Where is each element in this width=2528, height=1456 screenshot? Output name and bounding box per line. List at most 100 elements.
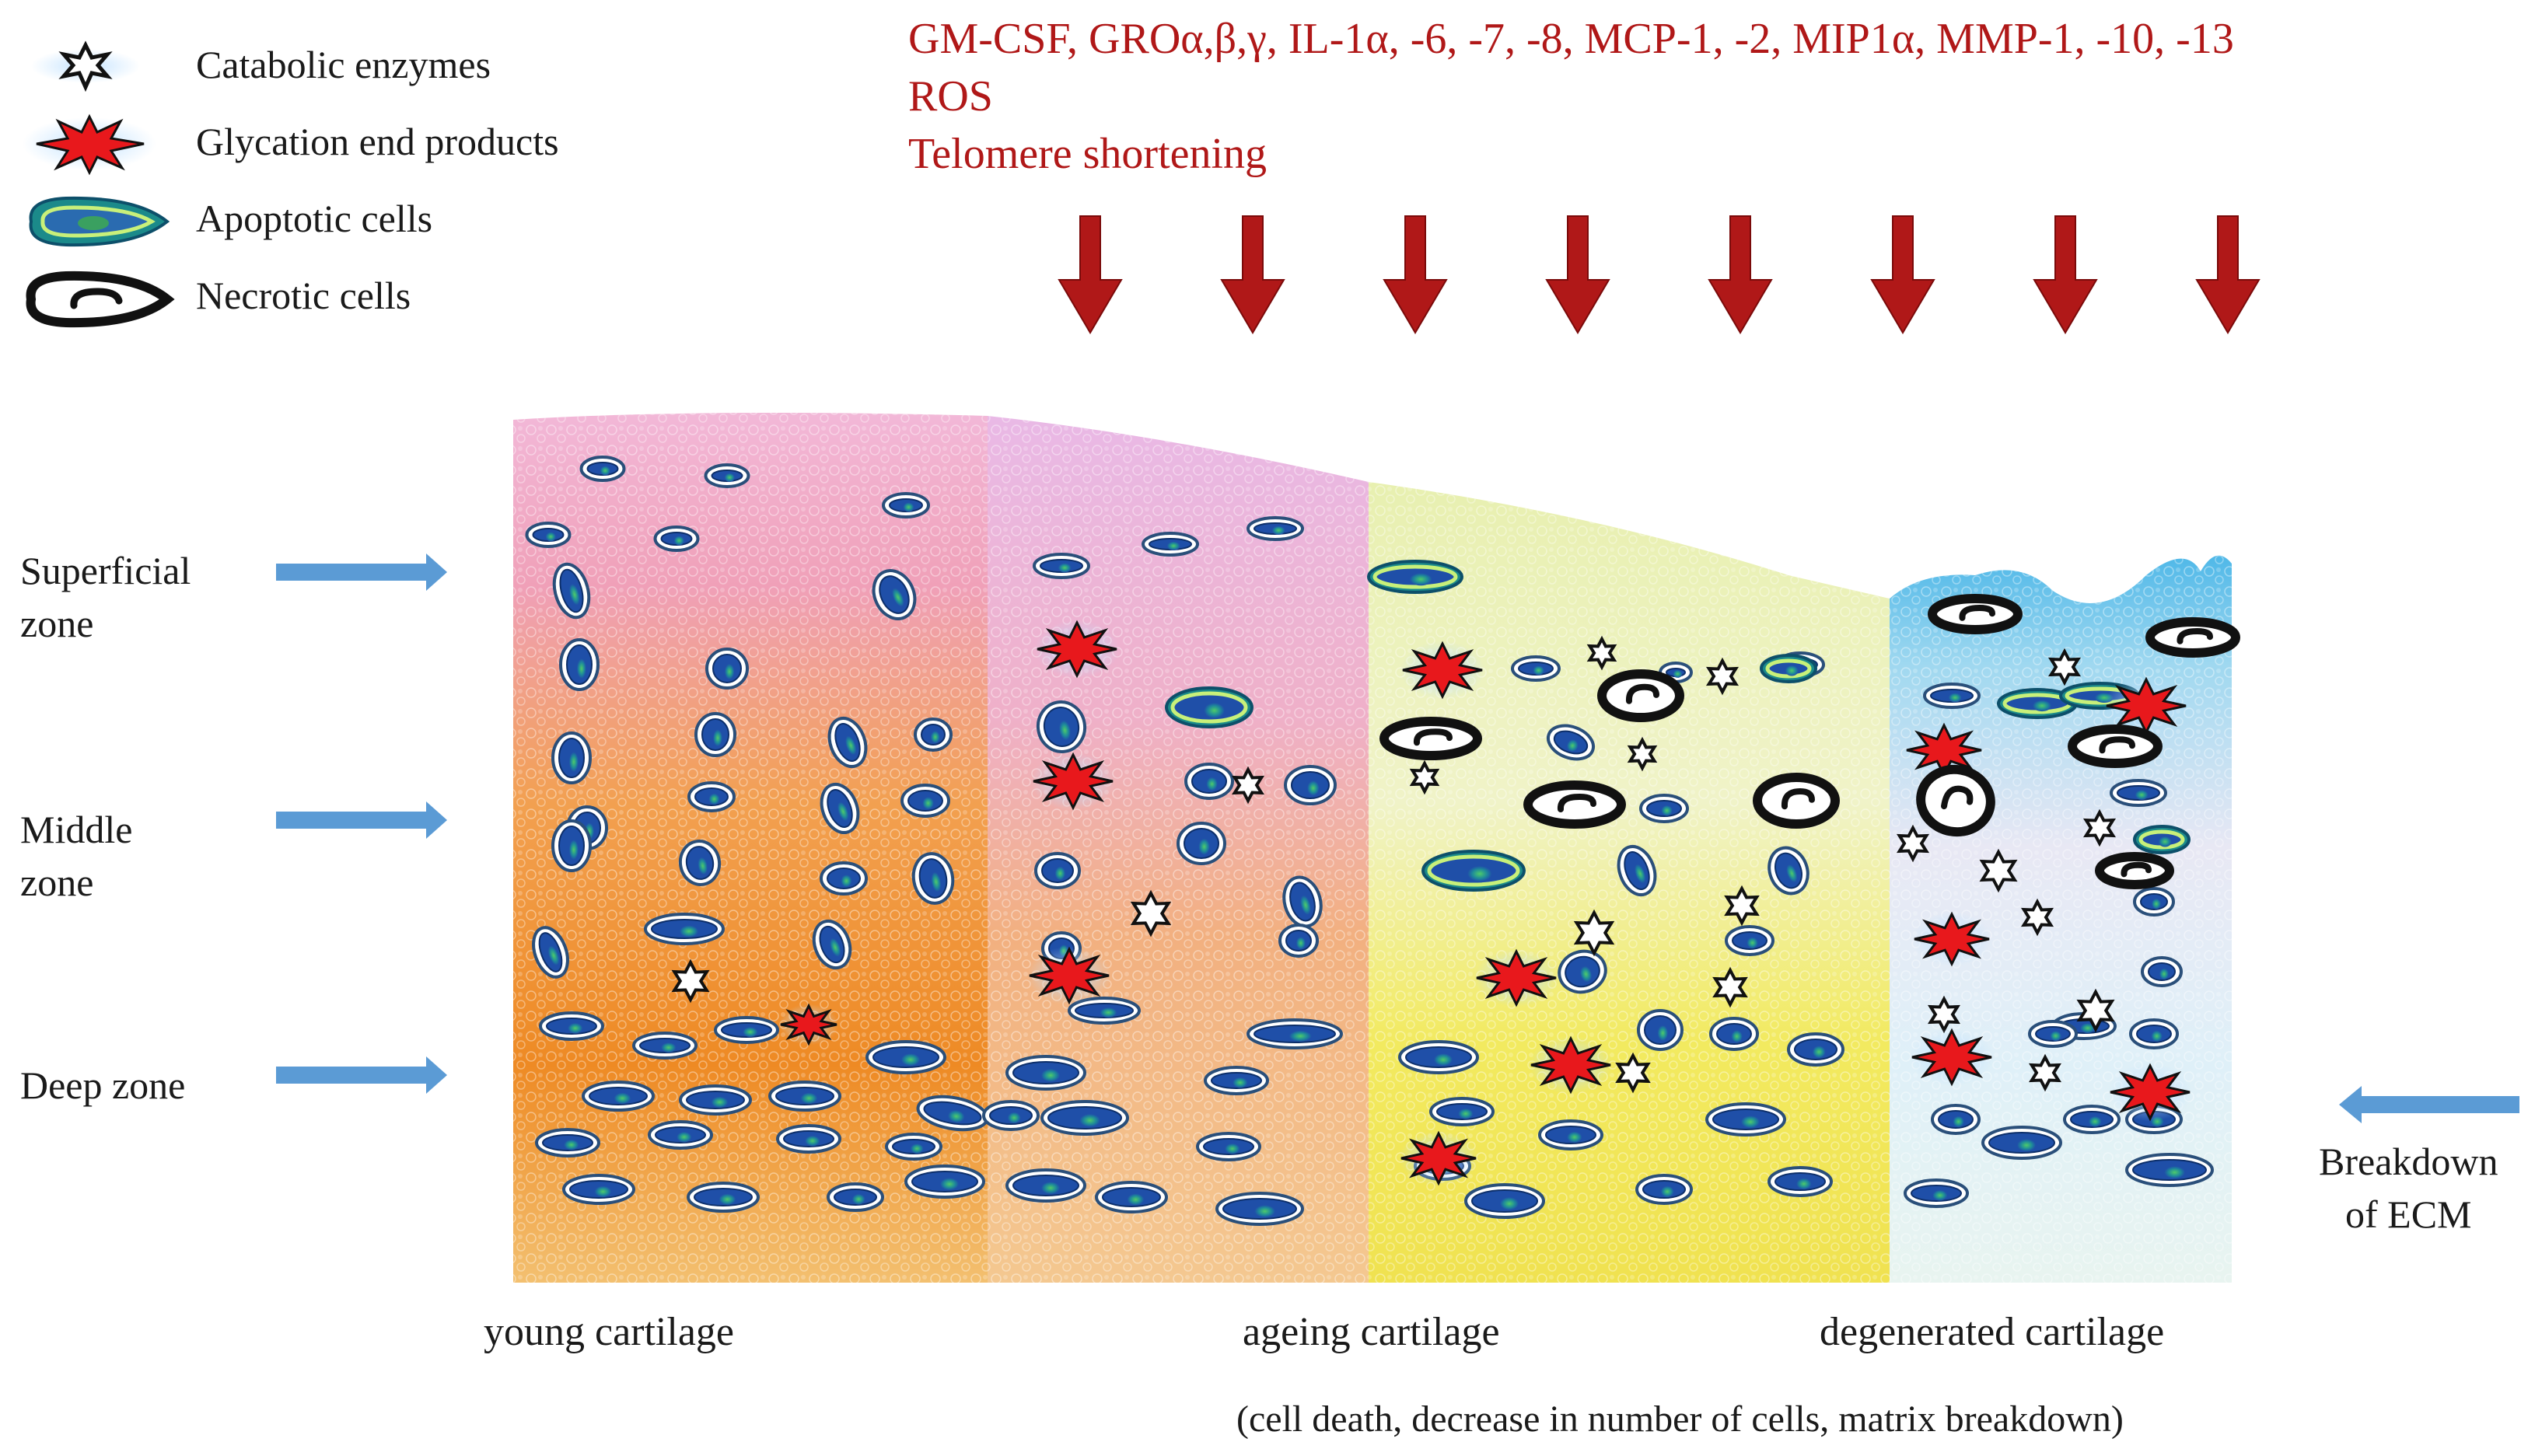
chondrocyte [679,1084,752,1116]
chondrocyte [1709,1017,1759,1051]
chondrocyte [552,562,591,620]
chondrocyte [916,1095,989,1132]
catabolic-enzyme [1724,885,1760,927]
catabolic-enzyme [2028,1053,2062,1092]
chondrocyte [865,1040,946,1074]
chondrocyte [1034,852,1081,889]
catabolic-enzyme [1627,736,1658,772]
necrotic-cell [2145,617,2240,658]
chondrocyte [678,840,722,886]
glycation-end-product [1528,1035,1614,1095]
apoptotic-cell [1165,686,1254,728]
chondrocyte [551,819,592,872]
chondrocyte [704,463,750,488]
glycation-end-product [1034,620,1120,679]
chondrocyte [768,1081,841,1112]
catabolic-enzyme [1712,966,1748,1008]
chondrocyte [1095,1181,1168,1213]
superficial-zone-arrow [276,553,447,591]
chondrocyte [820,861,868,896]
chondrocyte [2063,1105,2121,1134]
zone-label-middle: Middle zone [20,808,133,904]
chondrocyte [1068,997,1141,1025]
chondrocyte [1177,822,1226,865]
stress-arrow [2033,215,2098,334]
chondrocyte [525,522,572,548]
cartilage-tissue [513,413,2232,1283]
apoptotic-cell [1997,688,2078,719]
glycation-end-product [1398,1130,1479,1186]
chondrocyte [653,525,700,552]
stage-label-degenerated: degenerated cartilage [1820,1310,2165,1354]
glycation-end-product [1474,948,1559,1007]
chondrocyte [1005,1055,1086,1091]
chondrocyte [820,783,860,834]
catabolic-enzyme [2020,898,2054,937]
chondrocyte [904,1164,985,1199]
chondrocyte [1538,1119,1603,1150]
catabolic-enzyme [1705,657,1740,696]
chondrocyte [900,784,950,818]
legend-label-apoptotic-cells: Apoptotic cells [196,197,433,240]
chondrocyte [532,926,569,979]
chondrocyte [1787,1032,1844,1067]
breakdown-ecm-arrow [2339,1086,2519,1123]
chondrocyte [914,718,953,752]
chondrocyte [1931,1104,1981,1135]
chondrocyte [982,1100,1040,1131]
chondrocyte [687,1182,760,1213]
chondrocyte [1247,1018,1343,1049]
necrotic-cell [1597,669,1684,722]
catabolic-enzyme [1573,909,1615,957]
chondrocyte [1247,516,1304,541]
chondrocyte [1705,1102,1786,1137]
glycation-end-product [2103,676,2189,735]
apoptotic-cell-icon [29,196,170,247]
legend-label-catabolic-enzymes: Catabolic enzymes [196,43,491,86]
chondrocyte [1464,1183,1545,1219]
catabolic-enzyme [1615,1052,1651,1094]
catabolic-enzyme [671,958,710,1004]
necrotic-cell [2068,725,2163,768]
necrotic-cell-icon [26,271,175,328]
chondrocyte [911,852,955,905]
chondrocyte [1546,724,1596,761]
chondrocyte [687,781,736,812]
glycation-end-product [1030,752,1116,811]
chondrocyte [579,456,626,482]
chondrocyte [1637,1009,1684,1051]
stress-factors-ros: ROS [908,72,993,120]
necrotic-cell [1523,780,1626,829]
catabolic-enzyme-icon [31,40,140,93]
chondrocyte [2110,779,2167,807]
catabolic-enzyme [2047,648,2082,686]
chondrocyte [714,1016,779,1044]
chondrocyte [827,717,868,768]
stress-arrow [1058,215,1123,334]
chondrocyte [1005,1168,1086,1203]
stress-arrow [1220,215,1285,334]
glycation-product-icon [23,113,156,176]
chondrocyte [1184,763,1234,800]
glycation-end-product [1904,722,1984,778]
catabolic-enzyme [1130,889,1172,937]
stage-label-ageing: ageing cartilage [1243,1310,1500,1354]
chondrocyte [559,638,600,691]
chondrocyte [1278,924,1319,958]
necrotic-cell-layer [1379,594,2240,889]
apoptotic-cell [1421,850,1526,892]
chondrocyte [2141,956,2183,987]
chondrocyte [2129,1018,2179,1049]
chondrocyte [1215,1192,1304,1226]
apoptotic-cell [1367,560,1463,594]
chondrocyte [1768,1166,1833,1197]
chondrocyte [1981,1126,2062,1160]
chondrocyte [1768,846,1809,896]
chondrocyte [885,1133,942,1161]
chondrocyte [1204,1066,1269,1095]
chondrocyte [1725,925,1774,956]
glycation-end-product [778,1003,839,1046]
catabolic-enzyme-layer [671,635,2117,1094]
chondrocyte [1511,655,1561,682]
chondrocyte [1558,949,1607,994]
